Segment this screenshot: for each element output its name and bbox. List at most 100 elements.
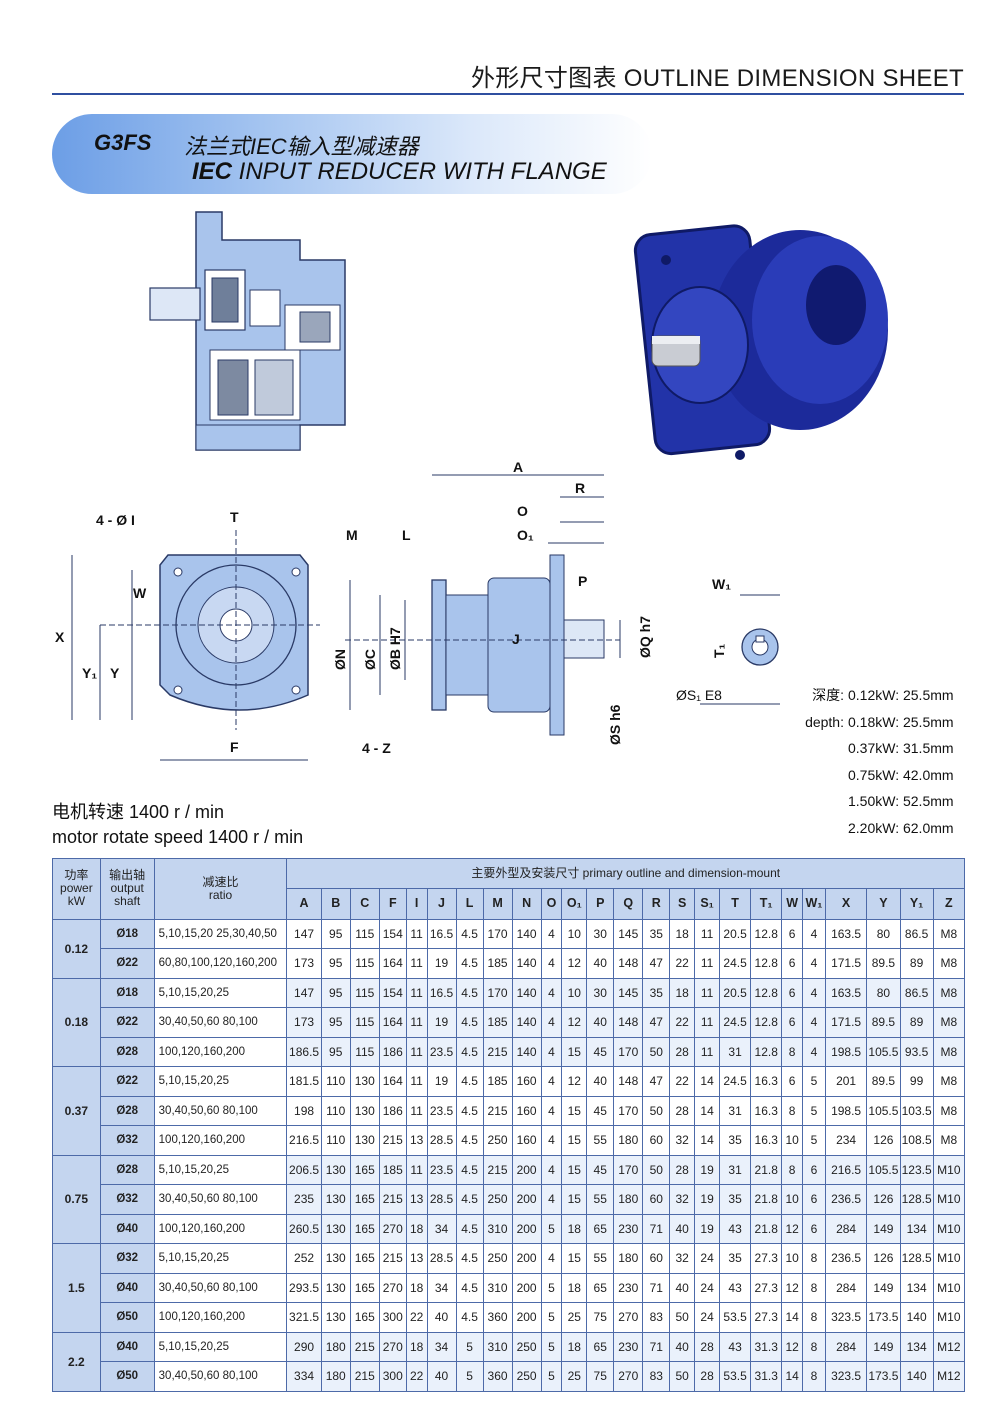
dimension-cell: 180 xyxy=(320,1361,351,1392)
dimension-cell: 4 xyxy=(540,1036,563,1067)
dimension-cell: 89 xyxy=(899,948,934,979)
dimension-cell: 284 xyxy=(824,1213,868,1244)
dimension-cell: 32 xyxy=(669,1125,696,1156)
dimension-cell: 19 xyxy=(694,1154,721,1185)
dimension-cell: 93.5 xyxy=(899,1036,934,1067)
dimension-cell: 12 xyxy=(781,1331,804,1362)
dimension-cell: 4 xyxy=(540,918,563,949)
column-header: B xyxy=(320,887,351,920)
dimension-cell: 11 xyxy=(405,1154,428,1185)
depth-value: 2.20kW: 62.0mm xyxy=(848,819,954,836)
dimension-cell: 50 xyxy=(642,1154,671,1185)
column-header: W₁ xyxy=(802,887,826,920)
dimension-cell: 75 xyxy=(586,1361,615,1392)
dimension-cell: 12 xyxy=(781,1272,804,1303)
dimension-cell: 216.5 xyxy=(824,1154,868,1185)
dimension-cell: 31 xyxy=(719,1095,752,1126)
column-header: T₁ xyxy=(750,887,783,920)
dimension-cell: 140 xyxy=(511,918,542,949)
ratio-cell: 5,10,15,20,25 xyxy=(153,977,288,1008)
label-s1: ØS₁ E8 xyxy=(676,687,722,703)
dimension-cell: 21.8 xyxy=(750,1184,783,1215)
dimension-cell: 290 xyxy=(286,1331,322,1362)
dimension-cell: 4.5 xyxy=(455,977,484,1008)
power-cell: 1.5 xyxy=(52,1243,101,1333)
dimension-cell: 20.5 xyxy=(719,977,752,1008)
dimension-cell: 30 xyxy=(586,918,615,949)
dimension-cell: 10 xyxy=(561,977,588,1008)
dimension-cell: 40 xyxy=(669,1331,696,1362)
dimension-cell: 170 xyxy=(482,918,513,949)
dimension-cell: M10 xyxy=(932,1213,966,1244)
column-header: C xyxy=(349,887,380,920)
dimension-cell: 10 xyxy=(781,1125,804,1156)
dimension-cell: 4.5 xyxy=(455,948,484,979)
label-o1: O₁ xyxy=(517,527,534,543)
dimension-cell: 200 xyxy=(511,1302,542,1333)
label-f: F xyxy=(230,739,239,755)
product-photo xyxy=(633,224,888,460)
dimension-cell: 55 xyxy=(586,1184,615,1215)
dimension-cell: 43 xyxy=(719,1272,752,1303)
dimension-cell: 50 xyxy=(642,1036,671,1067)
label-n: ØN xyxy=(332,649,348,670)
dimension-cell: 18 xyxy=(669,918,696,949)
dimension-cell: 83 xyxy=(642,1302,671,1333)
dimension-cell: 89.5 xyxy=(866,1007,901,1038)
dimension-cell: 160 xyxy=(511,1066,542,1097)
dimension-cell: 4 xyxy=(540,977,563,1008)
shaft-cell: Ø18 xyxy=(99,918,155,949)
dimension-cell: 27.3 xyxy=(750,1302,783,1333)
dimension-cell: 130 xyxy=(320,1184,351,1215)
dimension-cell: 4.5 xyxy=(455,1302,484,1333)
label-l: L xyxy=(402,527,411,543)
dimension-cell: 215 xyxy=(378,1184,407,1215)
dimension-cell: 21.8 xyxy=(750,1154,783,1185)
dimension-cell: 28 xyxy=(694,1331,721,1362)
dimension-cell: 19 xyxy=(426,1007,457,1038)
power-cell: 0.12 xyxy=(52,918,101,979)
dimension-cell: 43 xyxy=(719,1331,752,1362)
dimension-cell: 65 xyxy=(586,1213,615,1244)
dimension-cell: 89 xyxy=(899,1007,934,1038)
shaft-cell: Ø40 xyxy=(99,1272,155,1303)
dimension-cell: 22 xyxy=(405,1361,428,1392)
column-header: Y₁ xyxy=(899,887,934,920)
label-t1: T₁ xyxy=(711,643,727,658)
dimension-cell: 16.3 xyxy=(750,1066,783,1097)
dimension-cell: 130 xyxy=(320,1302,351,1333)
dimension-cell: 11 xyxy=(405,1036,428,1067)
label-m: M xyxy=(346,527,358,543)
dimension-cell: 19 xyxy=(426,948,457,979)
motor-speed-en: motor rotate speed 1400 r / min xyxy=(52,827,304,847)
dimension-cell: 60 xyxy=(642,1125,671,1156)
column-header: Q xyxy=(613,887,644,920)
dimension-cell: M8 xyxy=(932,977,966,1008)
dimension-cell: 115 xyxy=(349,918,380,949)
header-dimension-group: 主要外型及安装尺寸 primary outline and dimension-… xyxy=(286,858,965,889)
dimension-cell: 4.5 xyxy=(455,1184,484,1215)
dimension-cell: 4.5 xyxy=(455,1066,484,1097)
dimension-cell: 6 xyxy=(781,1007,804,1038)
dimension-cell: 19 xyxy=(694,1213,721,1244)
power-cell: 0.18 xyxy=(52,977,101,1067)
dimension-cell: 154 xyxy=(378,918,407,949)
dimension-cell: 11 xyxy=(405,948,428,979)
dimension-cell: 110 xyxy=(320,1066,351,1097)
dimension-cell: 171.5 xyxy=(824,948,868,979)
dimension-cell: 165 xyxy=(349,1272,380,1303)
dimension-cell: M10 xyxy=(932,1302,966,1333)
dimension-cell: 16.5 xyxy=(426,977,457,1008)
dimension-cell: 43 xyxy=(719,1213,752,1244)
dimension-cell: 89.5 xyxy=(866,1066,901,1097)
dimension-cell: 4 xyxy=(802,977,826,1008)
dimension-cell: 300 xyxy=(378,1302,407,1333)
